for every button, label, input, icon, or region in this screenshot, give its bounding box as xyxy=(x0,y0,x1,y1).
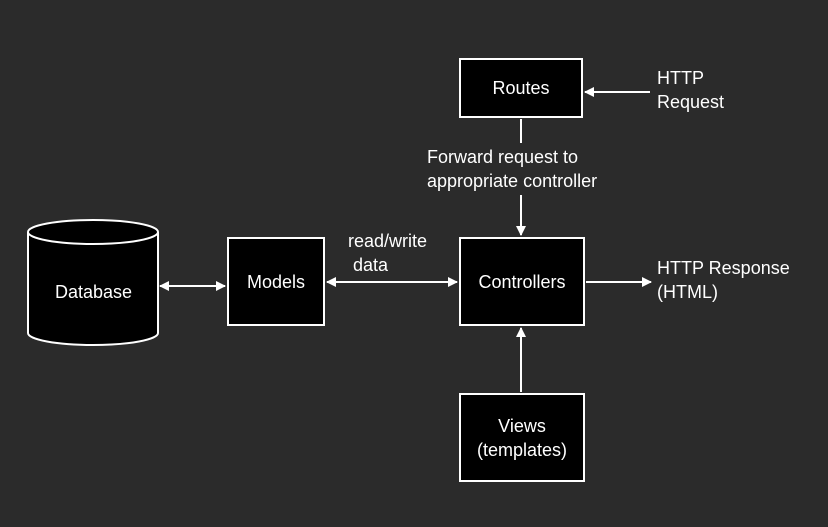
views-sublabel: (templates) xyxy=(476,439,568,460)
read-write-label: read/write data xyxy=(348,229,427,277)
controllers-label: Controllers xyxy=(478,271,566,292)
http-request-line2: Request xyxy=(657,92,725,112)
forward-request-label: Forward request to appropriate controlle… xyxy=(427,145,597,193)
routes-node: Routes xyxy=(459,58,583,118)
views-label: Views xyxy=(498,415,546,436)
read-write-line1: read/write xyxy=(348,231,428,251)
http-request-label: HTTP Request xyxy=(657,66,724,114)
http-response-line1: HTTP Response xyxy=(657,258,790,278)
read-write-line2: data xyxy=(353,255,389,275)
views-node: Views (templates) xyxy=(459,393,585,482)
http-request-line1: HTTP xyxy=(657,68,704,88)
routes-label: Routes xyxy=(492,78,550,98)
forward-request-line1: Forward request to xyxy=(427,147,579,167)
controllers-node: Controllers xyxy=(459,237,585,326)
models-label: Models xyxy=(246,271,306,292)
http-response-line2: (HTML) xyxy=(657,282,718,302)
database-label: Database xyxy=(54,282,133,302)
http-response-label: HTTP Response (HTML) xyxy=(657,256,790,304)
forward-request-line2: appropriate controller xyxy=(427,171,598,191)
database-cylinder xyxy=(27,219,159,346)
models-node: Models xyxy=(227,237,325,326)
